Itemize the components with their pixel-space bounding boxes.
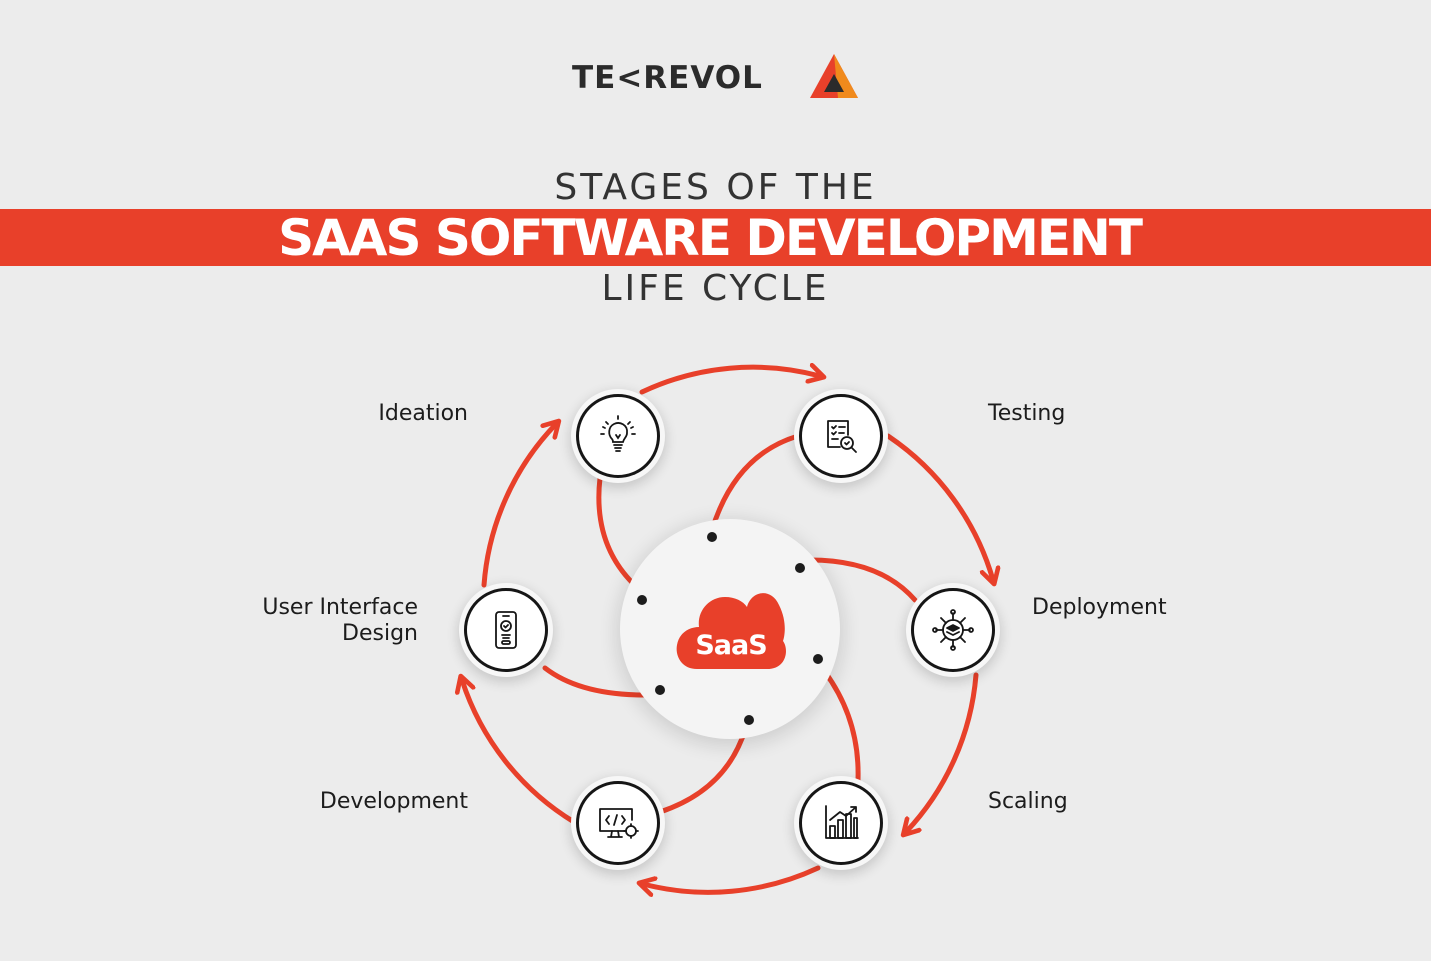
arrow-ideation-testing	[639, 367, 820, 395]
title-line-1: STAGES OF THE	[554, 167, 877, 208]
saas-cloud: SaaS	[675, 585, 787, 676]
mobile-ui-icon	[495, 611, 517, 649]
spoke-development	[657, 727, 748, 815]
title-highlight: SAAS SOFTWARE DEVELOPMENT	[278, 208, 1143, 267]
ui-design-label-line2: Design	[342, 621, 418, 646]
arrow-scaling-development	[643, 865, 821, 892]
stage-node-development	[576, 781, 660, 865]
scaling-label: Scaling	[988, 789, 1068, 814]
arrow-deployment-scaling	[906, 672, 979, 832]
saas-hub: SaaS	[620, 519, 840, 739]
arrow-development-ui	[462, 680, 577, 825]
spoke-scaling	[822, 669, 861, 783]
title-line-3: LIFE CYCLE	[601, 268, 830, 309]
hub-dot	[744, 715, 754, 725]
ui-design-label-line1: User Interface	[262, 595, 418, 620]
stage-label-ui-design: User Interface Design	[218, 595, 418, 647]
arrow-testing-deployment	[885, 433, 993, 580]
hub-dot	[637, 595, 647, 605]
hub-dot	[813, 654, 823, 664]
brand-logo: TE<REVOL	[572, 50, 872, 106]
hub-dot	[795, 563, 805, 573]
stage-label-scaling: Scaling	[988, 789, 1068, 815]
logo-text: TE<REVOL	[572, 60, 763, 96]
spoke-deployment	[807, 557, 918, 603]
checklist-search-icon	[827, 420, 857, 453]
hub-label: SaaS	[695, 630, 767, 661]
arrow-ui-ideation	[481, 424, 556, 588]
stage-label-ideation: Ideation	[320, 401, 468, 427]
hub-dot	[707, 532, 717, 542]
cloud-icon	[676, 593, 786, 669]
stage-node-ideation	[576, 394, 660, 478]
development-label: Development	[319, 789, 468, 814]
ideation-label: Ideation	[378, 401, 468, 426]
title-band: SAAS SOFTWARE DEVELOPMENT	[0, 208, 1431, 267]
stage-label-testing: Testing	[988, 401, 1065, 427]
stage-node-deployment	[911, 588, 995, 672]
hub-dot	[655, 685, 665, 695]
stage-node-ui-design	[464, 588, 548, 672]
stage-label-development: Development	[280, 789, 468, 815]
stage-node-testing	[799, 394, 883, 478]
code-monitor-icon	[599, 808, 639, 839]
bar-chart-icon	[825, 805, 859, 839]
lightbulb-icon	[600, 415, 636, 452]
stage-node-scaling	[799, 781, 883, 865]
testing-label: Testing	[988, 401, 1066, 426]
spoke-ui	[542, 665, 648, 698]
stage-label-deployment: Deployment	[1032, 595, 1167, 621]
logo-triangle-icon	[810, 54, 858, 98]
spoke-testing	[709, 433, 801, 533]
deployment-hub-icon	[932, 609, 974, 651]
deployment-label: Deployment	[1032, 595, 1167, 620]
